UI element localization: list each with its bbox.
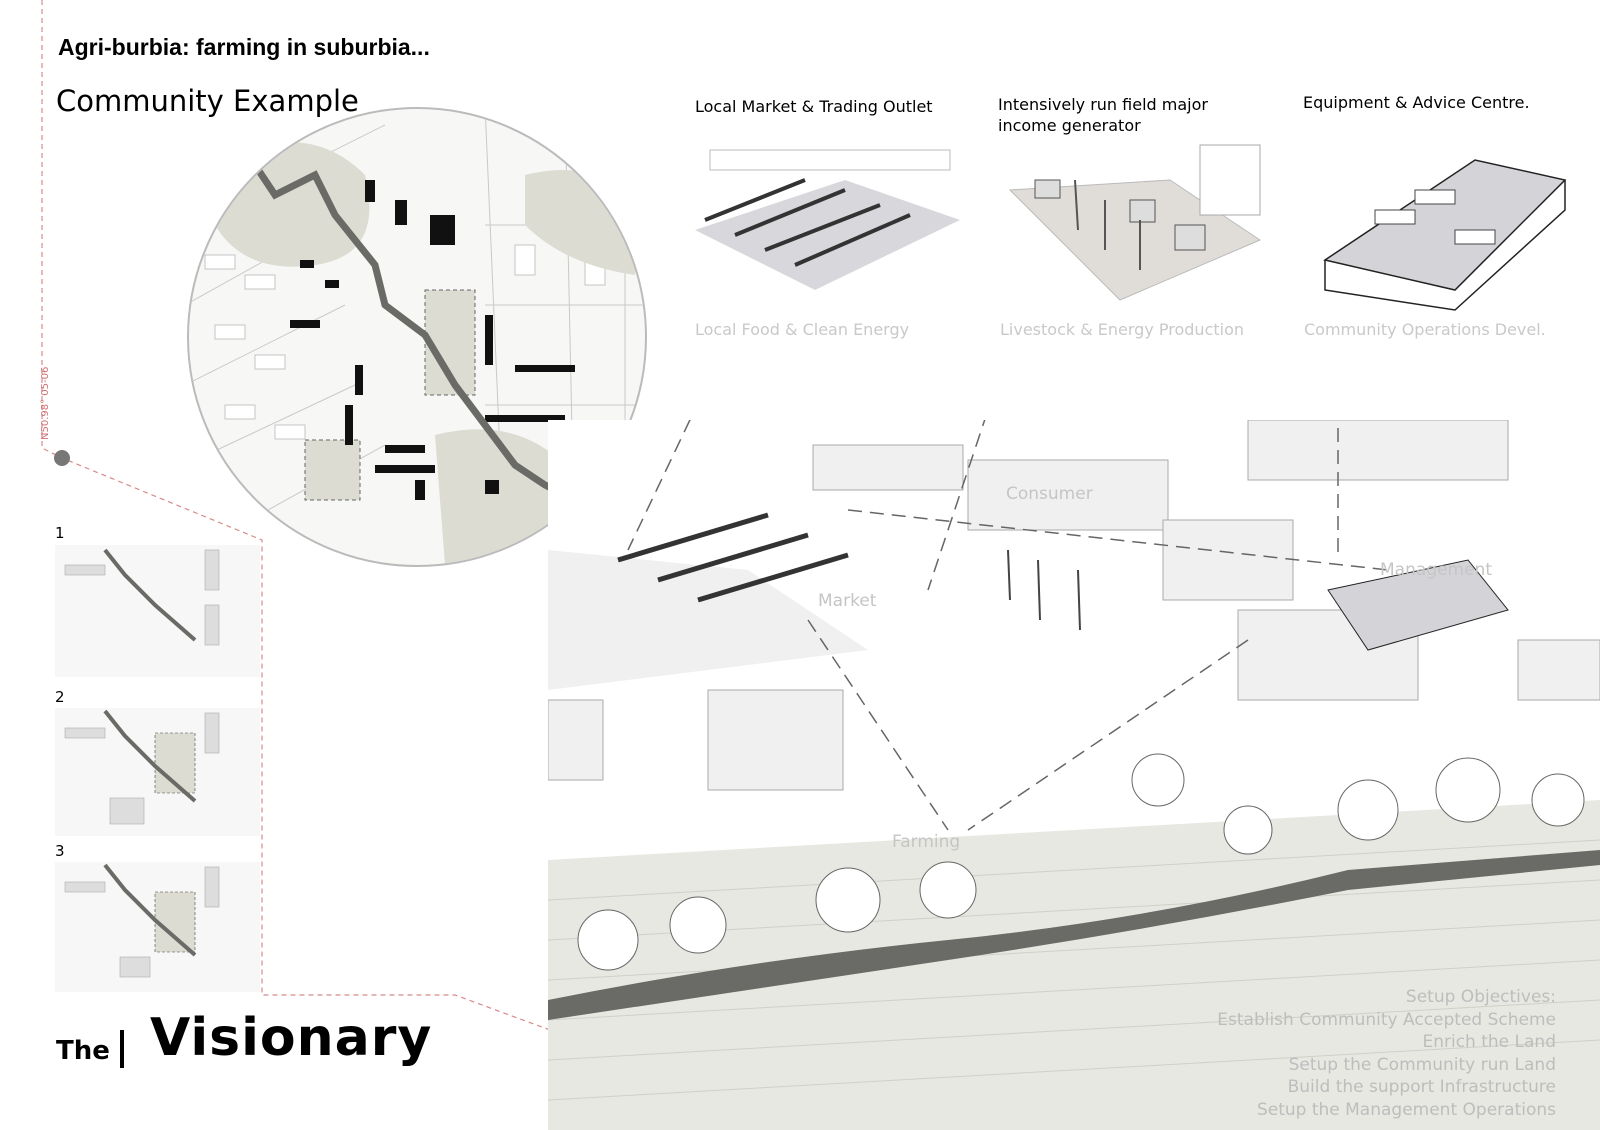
footer-the: The <box>56 1036 110 1066</box>
objective-item: Enrich the Land <box>1422 1032 1556 1052</box>
phase-map-2 <box>55 708 260 836</box>
panel-market-illustration <box>695 149 960 290</box>
panel-subtitle-field: Livestock & Energy Production <box>1000 320 1245 339</box>
panel-subtitle-market: Local Food & Clean Energy <box>695 320 910 339</box>
panel-subtitle-centre: Community Operations Devel. <box>1304 320 1546 339</box>
scene-label-market: Market <box>818 591 877 611</box>
panel-centre-illustration <box>1323 159 1567 311</box>
scene-label-farming: Farming <box>892 832 961 852</box>
panel-title-centre: Equipment & Advice Centre. <box>1303 93 1530 112</box>
aerial-scene <box>548 420 1600 1130</box>
objectives-heading: Setup Objectives: <box>1405 987 1556 1007</box>
divider-bar <box>120 1030 124 1068</box>
panel-title-field: Intensively run field major income gener… <box>998 95 1208 135</box>
section-title: Community Example <box>56 84 359 118</box>
phase-map-1 <box>55 545 260 677</box>
phase-map-3 <box>55 862 260 992</box>
coordinate-label: N50.98° 05-06 <box>40 366 51 440</box>
panel-field-illustration <box>1008 144 1262 301</box>
objective-item: Setup the Community run Land <box>1288 1054 1556 1075</box>
page-title: Agri-burbia: farming in suburbia... <box>58 34 430 60</box>
community-map <box>187 107 647 567</box>
setup-objectives: Setup Objectives: Establish Community Ac… <box>1217 986 1556 1121</box>
panel-title-market: Local Market & Trading Outlet <box>695 97 933 116</box>
scene-label-consumer: Consumer <box>1006 484 1093 504</box>
phase-number: 2 <box>55 688 65 706</box>
footer-visionary: Visionary <box>150 1008 433 1068</box>
objective-item: Build the support Infrastructure <box>1287 1077 1556 1097</box>
phase-number: 1 <box>55 524 65 542</box>
phase-number: 3 <box>55 842 65 860</box>
objective-item: Setup the Management Operations <box>1256 1099 1556 1120</box>
scene-label-management: Management <box>1380 560 1492 580</box>
objective-item: Establish Community Accepted Scheme <box>1217 1009 1556 1030</box>
